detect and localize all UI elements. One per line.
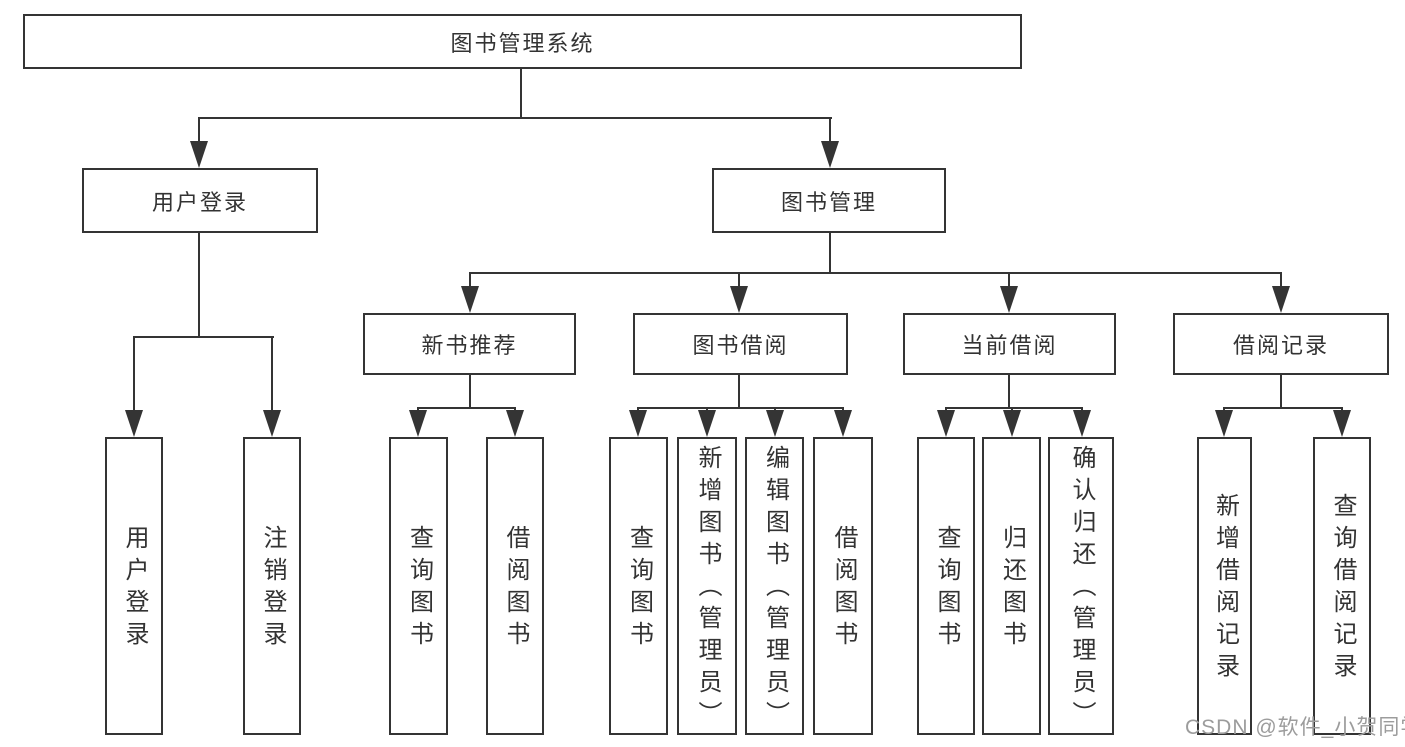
connector-line [1223,407,1343,409]
connector-line [738,272,740,288]
arrow-down-icon [506,410,524,437]
node-new-book-recommendation: 新书推荐 [363,313,576,375]
leaf-return-books: 归还图书 [982,437,1041,735]
connector-line [520,69,522,118]
arrow-down-icon [766,410,784,437]
connector-line [133,336,135,412]
connector-line [738,375,740,409]
arrow-down-icon [190,141,208,168]
connector-line [829,117,831,143]
node-user-login: 用户登录 [82,168,318,233]
node-library-management-system: 图书管理系统 [23,14,1022,69]
leaf-borrow-books-borrowing: 借阅图书 [813,437,873,735]
arrow-down-icon [1003,410,1021,437]
connector-line [469,272,471,288]
leaf-query-books-borrowing: 查询图书 [609,437,668,735]
leaf-add-borrow-record: 新增借阅记录 [1197,437,1252,735]
arrow-down-icon [263,410,281,437]
arrow-down-icon [821,141,839,168]
arrow-down-icon [1215,410,1233,437]
connector-line [198,233,200,338]
arrow-down-icon [937,410,955,437]
arrow-down-icon [629,410,647,437]
leaf-borrow-books-recommend: 借阅图书 [486,437,544,735]
leaf-query-books-current: 查询图书 [917,437,975,735]
connector-line [1280,375,1282,409]
connector-line [829,233,831,274]
connector-line [1008,272,1010,288]
leaf-edit-books-admin: 编辑图书（管理员） [745,437,804,735]
arrow-down-icon [730,286,748,313]
connector-line [1280,272,1282,288]
arrow-down-icon [1073,410,1091,437]
node-current-borrowing: 当前借阅 [903,313,1116,375]
connector-line [469,375,471,409]
leaf-query-borrow-record: 查询借阅记录 [1313,437,1371,735]
connector-line [637,407,844,409]
connector-line [271,336,273,412]
connector-line [198,117,200,143]
arrow-down-icon [125,410,143,437]
arrow-down-icon [1333,410,1351,437]
leaf-add-books-admin: 新增图书（管理员） [677,437,737,735]
arrow-down-icon [698,410,716,437]
connector-line [469,272,1282,274]
csdn-watermark: CSDN @软件_小贺同学 [1185,716,1405,739]
arrow-down-icon [1000,286,1018,313]
leaf-logout: 注销登录 [243,437,301,735]
arrow-down-icon [461,286,479,313]
arrow-down-icon [409,410,427,437]
node-borrowing-records: 借阅记录 [1173,313,1389,375]
connector-line [1008,375,1010,409]
connector-line [133,336,274,338]
connector-line [945,407,1083,409]
arrow-down-icon [1272,286,1290,313]
leaf-query-books-recommend: 查询图书 [389,437,448,735]
connector-line [417,407,516,409]
node-book-borrowing: 图书借阅 [633,313,848,375]
leaf-user-login: 用户登录 [105,437,163,735]
leaf-confirm-return-admin: 确认归还（管理员） [1048,437,1114,735]
connector-line [198,117,832,119]
arrow-down-icon [834,410,852,437]
node-book-management: 图书管理 [712,168,946,233]
